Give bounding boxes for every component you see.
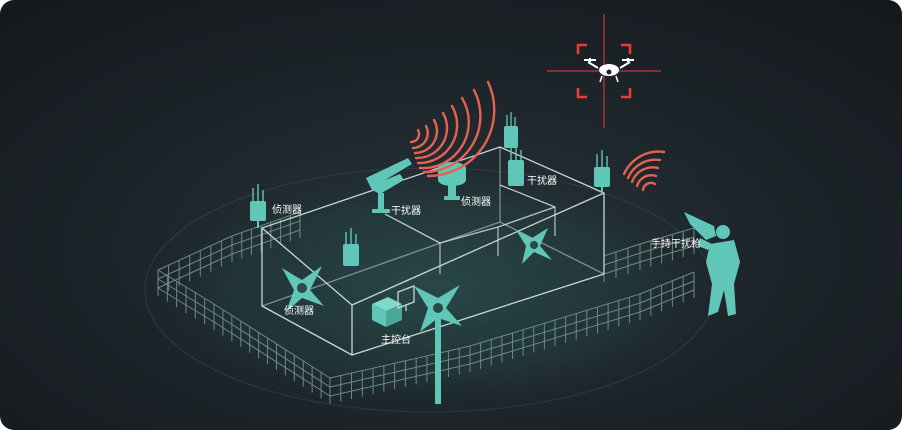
- radio-antenna-icon: [343, 228, 359, 266]
- fence-rail: [157, 253, 233, 289]
- fence-rail: [469, 311, 641, 365]
- person-icon: [684, 212, 740, 316]
- ground-area: [140, 165, 720, 415]
- detector-front-label: 侦测器: [284, 304, 314, 317]
- fence-rail: [329, 345, 471, 379]
- fence-rail: [603, 252, 641, 266]
- fence-rail: [639, 271, 695, 295]
- handheld-gun-label: 手持干扰枪: [651, 237, 701, 250]
- fence-rail: [231, 220, 301, 246]
- fence-rail: [157, 278, 215, 314]
- turret-icon: [516, 228, 552, 264]
- monitor-icon: [372, 285, 415, 327]
- radio-antenna-icon: [250, 184, 266, 228]
- radio-antenna-icon: [594, 150, 610, 194]
- detector-center-label: 侦测器: [461, 195, 491, 208]
- fence-rail: [157, 269, 215, 305]
- jammer-gun-icon: [366, 158, 412, 213]
- fence-rail: [157, 244, 233, 280]
- console-label: 主控台: [381, 333, 411, 346]
- fence-rail: [603, 261, 641, 275]
- fence-rail: [469, 293, 641, 347]
- fence-rail: [213, 303, 331, 379]
- fence-rail: [639, 280, 695, 304]
- turret-icon: [414, 285, 462, 404]
- signal-wave-icon: [409, 80, 496, 178]
- radio-antenna-icon: [504, 112, 518, 148]
- radio-antenna-icon: [508, 144, 524, 186]
- detector-left-label: 侦测器: [272, 203, 302, 216]
- fence-rail: [231, 229, 301, 255]
- fence-rail: [213, 312, 331, 388]
- signal-wave-icon: [622, 150, 666, 192]
- fence-icon: [157, 211, 695, 404]
- fence-rail: [157, 235, 233, 271]
- fence-rail: [639, 227, 695, 245]
- turret-icon: [282, 266, 324, 312]
- fence-rail: [231, 211, 301, 237]
- fence-rail: [603, 243, 641, 257]
- fence-rail: [639, 236, 695, 254]
- fence-rail: [639, 289, 695, 313]
- jammer-right-label: 干扰器: [527, 174, 557, 187]
- radar-dish-icon: [438, 162, 466, 200]
- jammer-center-label: 干扰器: [391, 204, 421, 217]
- fence-rail: [157, 287, 215, 323]
- fence-rail: [639, 245, 695, 263]
- fence-rail: [329, 363, 471, 397]
- fence-rail: [213, 321, 331, 397]
- fence-rail: [469, 302, 641, 356]
- drone-icon: [584, 58, 634, 83]
- fence-rail: [329, 354, 471, 388]
